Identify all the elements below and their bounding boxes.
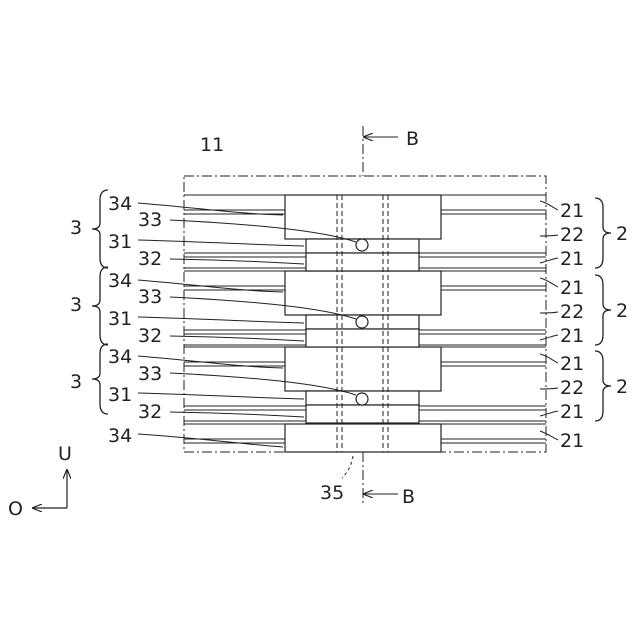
label-upper-pad: 31 (108, 231, 132, 253)
label-sheet: 21 (560, 325, 584, 347)
label-block: 34 (108, 270, 132, 292)
label-upper-pad: 31 (108, 308, 132, 330)
label-block: 34 (108, 346, 132, 368)
label-assembly: 3 (70, 294, 82, 316)
pad-32 (306, 253, 419, 271)
leader-shaft (342, 456, 353, 478)
label-ball: 33 (138, 286, 162, 308)
label-core: 22 (560, 301, 584, 323)
leader-upper-pad (138, 317, 304, 323)
axis-label-up: U (58, 443, 72, 465)
label-ball: 33 (138, 363, 162, 385)
label-section-bottom: B (402, 486, 415, 508)
leader-sheet (540, 411, 558, 416)
leader-core (540, 312, 558, 313)
label-core: 22 (560, 224, 584, 246)
axis-label-out: O (8, 498, 23, 520)
label-block: 34 (108, 425, 132, 447)
block-34 (285, 195, 441, 239)
ball-33 (356, 316, 368, 328)
brace-unit (595, 275, 611, 345)
label-sheet: 21 (560, 277, 584, 299)
label-sheet: 21 (560, 401, 584, 423)
label-assembly: 3 (70, 371, 82, 393)
ball-33 (356, 239, 368, 251)
label-sheet: 21 (560, 248, 584, 270)
label-unit: 2 (616, 376, 628, 398)
leader-core (540, 235, 558, 236)
label-core: 22 (560, 377, 584, 399)
ball-33 (356, 393, 368, 405)
label-sheet: 21 (560, 200, 584, 222)
leader-lower-pad (170, 412, 304, 417)
label-block: 34 (108, 193, 132, 215)
leader-block (138, 434, 283, 447)
leader-sheet (540, 335, 558, 340)
leader-sheet (540, 201, 558, 210)
leader-upper-pad (138, 240, 304, 246)
label-ball: 33 (138, 209, 162, 231)
brace-assembly (92, 344, 108, 414)
label-lower-pad: 32 (138, 325, 162, 347)
leader-core (540, 388, 558, 389)
block-34 (285, 424, 441, 452)
label-unit: 2 (616, 300, 628, 322)
leader-lower-pad (170, 336, 304, 341)
right-labels: 21 22 21 2 21 22 21 2 21 22 21 2 21 (560, 200, 628, 452)
label-shaft: 35 (320, 482, 344, 504)
leader-upper-pad (138, 393, 304, 399)
label-lower-pad: 32 (138, 401, 162, 423)
pad-32 (306, 405, 419, 423)
label-sheet: 21 (560, 430, 584, 452)
label-frame: 11 (200, 134, 224, 156)
brace-unit (595, 198, 611, 268)
left-labels: 34 33 31 32 3 34 33 31 32 3 34 33 31 32 … (70, 193, 162, 447)
brace-unit (595, 351, 611, 421)
label-lower-pad: 32 (138, 248, 162, 270)
label-upper-pad: 31 (108, 384, 132, 406)
brace-assembly (92, 267, 108, 345)
label-unit: 2 (616, 223, 628, 245)
axis-indicator (33, 470, 67, 508)
label-sheet: 21 (560, 353, 584, 375)
brace-assembly (92, 190, 108, 268)
pad-32 (306, 329, 419, 347)
label-assembly: 3 (70, 217, 82, 239)
leader-sheet (540, 258, 558, 263)
label-section-top: B (406, 128, 419, 150)
leader-lower-pad (170, 259, 304, 264)
